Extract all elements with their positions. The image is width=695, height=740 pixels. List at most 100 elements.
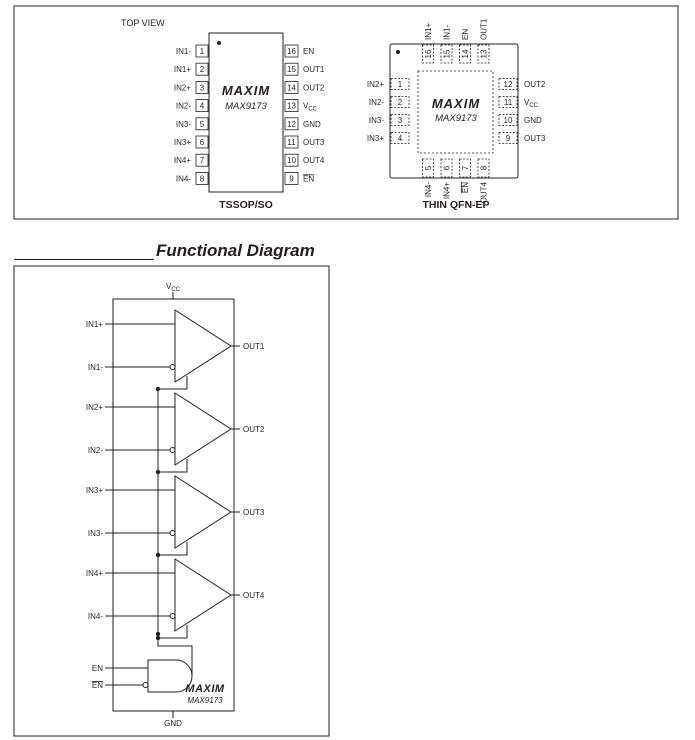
pin-name: IN3- — [176, 120, 191, 129]
qfn-pin-14: 14 EN — [459, 29, 471, 64]
pin-number: 12 — [287, 120, 296, 129]
invert-bubble — [169, 613, 176, 619]
pin-number: 16 — [287, 47, 296, 56]
input-label: IN3- — [88, 529, 103, 538]
pin-name: OUT3 — [303, 138, 325, 147]
pin-number: 7 — [461, 165, 470, 170]
pin-number: 7 — [200, 156, 205, 165]
tssop-caption: TSSOP/SO — [219, 199, 273, 211]
invert-bubble — [169, 530, 176, 536]
pin-number: 5 — [424, 165, 433, 170]
comparator-triangle — [174, 475, 232, 549]
pin-number: 15 — [287, 65, 296, 74]
input-label: IN1+ — [86, 320, 103, 329]
pin-name: OUT3 — [524, 134, 546, 143]
output-label: OUT2 — [243, 425, 265, 434]
tssop-part-number: MAX9173 — [225, 101, 267, 112]
pin-number: 6 — [200, 138, 205, 147]
qfn-pin-10: 10 GND — [498, 114, 542, 126]
tssop-pin-16: 16 EN — [284, 44, 314, 58]
qfn-pin-12: 12 OUT2 — [498, 78, 546, 90]
maxim-logo: MAXIM — [185, 683, 225, 695]
pin-number: 11 — [504, 98, 513, 107]
pin-name: IN1- — [443, 25, 452, 40]
output-label: OUT4 — [243, 591, 265, 600]
pin-number: 13 — [287, 102, 296, 111]
comparator-triangle — [174, 392, 232, 466]
qfn-pin-7: 7EN — [459, 158, 471, 193]
pin-name: OUT1 — [480, 18, 489, 40]
pin-name: IN2- — [369, 98, 384, 107]
pin-name: OUT4 — [480, 181, 489, 203]
pin-name: IN1+ — [174, 65, 191, 74]
ic-outline — [112, 298, 235, 712]
pin-name: IN2- — [176, 102, 191, 111]
pin-number: 6 — [443, 165, 452, 170]
invert-bubble — [142, 682, 149, 688]
output-label: OUT3 — [243, 508, 265, 517]
pin-name: IN4+ — [443, 182, 452, 199]
qfn-body — [389, 43, 519, 179]
receiver-1: IN1+ IN1- OUT1 — [86, 309, 265, 392]
comparator-triangle — [174, 558, 232, 632]
heading-rule — [14, 259, 154, 260]
qfn-pin-1: 1 IN2+ — [367, 78, 410, 90]
tssop-pin-5: 5 IN3- — [176, 117, 209, 131]
pin-name: EN — [303, 47, 314, 56]
pin-number: 16 — [424, 49, 433, 58]
maxim-logo: MAXIM — [432, 96, 481, 111]
input-label: IN1- — [88, 363, 103, 372]
pin-number: 11 — [287, 138, 296, 147]
junction-dot — [155, 631, 161, 637]
pin-number: 1 — [398, 80, 403, 89]
pin1-marker — [217, 41, 221, 45]
pin-number: 3 — [398, 116, 403, 125]
pin-number: 10 — [287, 156, 296, 165]
tssop-body — [208, 32, 284, 193]
pin-number: 12 — [504, 80, 513, 89]
qfn-pin-16: 16 IN1+ — [422, 23, 434, 64]
pin-number: 1 — [200, 47, 205, 56]
pin-name: GND — [524, 116, 542, 125]
functional-diagram-heading: Functional Diagram — [156, 241, 315, 260]
maxim-logo: MAXIM — [222, 83, 271, 98]
pin-number: 14 — [287, 83, 296, 92]
pin-name: EN — [461, 29, 470, 40]
input-label: IN4+ — [86, 569, 103, 578]
pin-name: VCC — [524, 98, 539, 109]
functional-frame — [13, 265, 330, 737]
pin-name: OUT2 — [524, 80, 546, 89]
pin-name: OUT4 — [303, 156, 325, 165]
exposed-pad — [417, 70, 494, 154]
top-view-label: TOP VIEW — [121, 18, 165, 28]
qfn-caption: THIN QFN-EP — [422, 199, 489, 211]
pin-number: 5 — [200, 120, 205, 129]
en-label: EN — [92, 664, 103, 673]
pin-name: IN4+ — [174, 156, 191, 165]
input-label: IN2+ — [86, 403, 103, 412]
output-label: OUT1 — [243, 342, 265, 351]
qfn-part-number: MAX9173 — [435, 113, 477, 124]
pin-name: IN1+ — [424, 23, 433, 40]
pin-name: IN2+ — [174, 83, 191, 92]
pin-name: VCC — [303, 102, 318, 113]
tssop-pin-13: 13 VCC — [284, 99, 318, 113]
tssop-package: 1IN1-2IN1+3IN2+4IN2-5IN3-6IN3+7IN4+8IN4-… — [174, 32, 325, 211]
tssop-pin-11: 11 OUT3 — [284, 135, 325, 149]
input-label: IN4- — [88, 612, 103, 621]
pin-number: 10 — [504, 116, 513, 125]
invert-bubble — [169, 364, 176, 370]
pin-number: 14 — [461, 49, 470, 58]
pin-name: IN2+ — [367, 80, 384, 89]
pin-name: OUT2 — [303, 83, 325, 92]
